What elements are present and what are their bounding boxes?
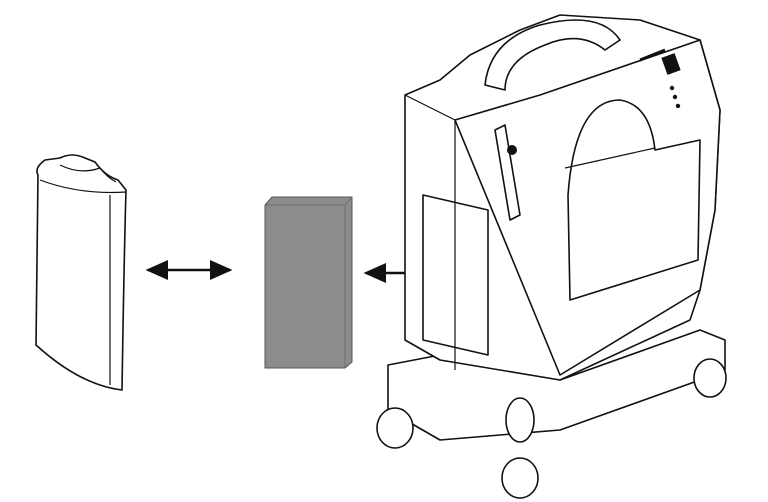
oxygen-concentrator	[376, 14, 727, 499]
filter-slot	[422, 194, 489, 356]
caster-wheels	[376, 358, 727, 499]
particle-filter	[264, 196, 353, 369]
filter-cover	[35, 154, 127, 391]
